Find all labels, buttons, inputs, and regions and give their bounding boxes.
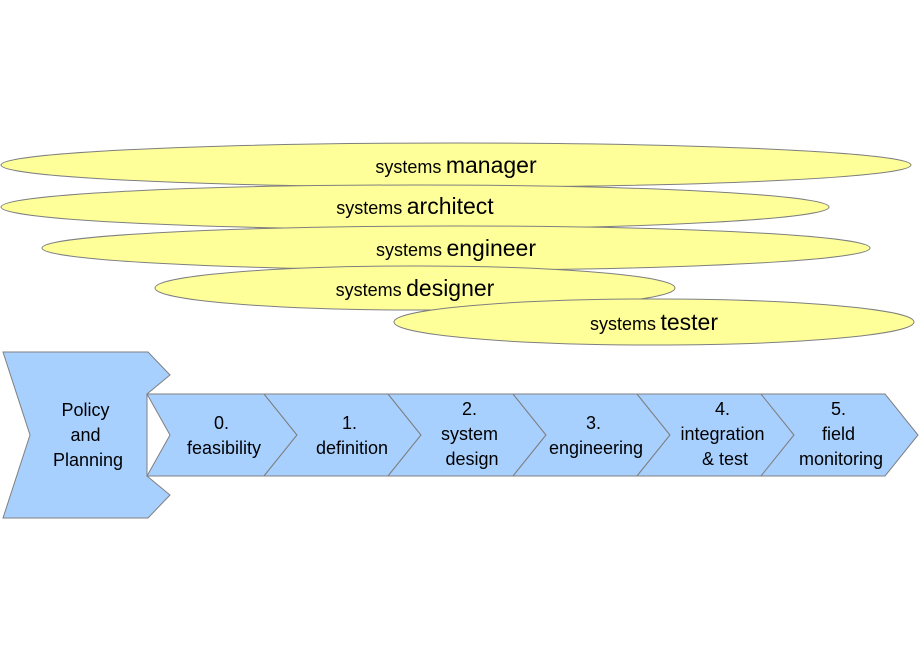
policy-line-1: Policy: [61, 400, 109, 420]
phase-0-line-1: 0.: [214, 413, 229, 433]
role-label-manager: systems manager: [375, 152, 537, 178]
phase-0-feasibility: 0. feasibility: [146, 393, 298, 477]
phase-5-label: 5. field monitoring: [799, 399, 883, 469]
phase-0-line-2: feasibility: [187, 438, 261, 458]
phase-4-line-3: & test: [702, 449, 748, 469]
phase-2-line-2: system: [441, 424, 498, 444]
phase-1-label: 1. definition: [316, 413, 388, 458]
phase-5-line-2: field: [822, 424, 855, 444]
phase-3-engineering: 3. engineering: [511, 393, 671, 477]
phase-5-field-monitoring: 5. field monitoring: [759, 393, 919, 477]
ellipse-shape-tester: [393, 298, 915, 346]
role-ellipse-designer: systems designer: [154, 265, 676, 311]
role-ellipse-manager: systems manager: [0, 142, 912, 188]
phase-5-line-3: monitoring: [799, 449, 883, 469]
phase-4-line-2: integration: [680, 424, 764, 444]
phase-3-line-1: 3.: [586, 413, 601, 433]
phase-4-label: 4. integration & test: [680, 399, 769, 469]
phase-3-label: 3. engineering: [549, 413, 643, 458]
phase-4-integration-test: 4. integration & test: [635, 393, 795, 477]
phase-2-label: 2. system design: [441, 399, 503, 469]
phase-chevrons: 0. feasibility 1. definition 2. system d…: [146, 393, 919, 477]
phase-5-line-1: 5.: [831, 399, 846, 419]
role-label-engineer: systems engineer: [376, 235, 536, 261]
phase-5-shape: [759, 393, 919, 477]
policy-chevron-shape: [2, 351, 171, 519]
phase-4-line-1: 4.: [715, 399, 730, 419]
phase-2-line-3: design: [445, 449, 498, 469]
policy-line-3: Planning: [53, 450, 123, 470]
policy-planning-block: Policy and Planning: [2, 351, 171, 519]
role-ellipse-tester: systems tester: [393, 298, 915, 346]
phase-1-definition: 1. definition: [262, 393, 422, 477]
role-ellipses: systems manager systems architect system…: [0, 142, 915, 346]
role-label-designer: systems designer: [336, 275, 495, 301]
policy-label: Policy and Planning: [53, 400, 123, 470]
ellipse-shape-designer: [154, 265, 676, 311]
phase-2-line-1: 2.: [462, 399, 477, 419]
role-ellipse-architect: systems architect: [0, 184, 830, 230]
phase-0-label: 0. feasibility: [187, 413, 261, 458]
phase-1-line-1: 1.: [342, 413, 357, 433]
phase-1-line-2: definition: [316, 438, 388, 458]
role-label-tester: systems tester: [590, 309, 718, 335]
policy-line-2: and: [70, 425, 100, 445]
role-ellipse-engineer: systems engineer: [41, 225, 871, 271]
role-label-architect: systems architect: [336, 193, 494, 219]
phase-3-line-2: engineering: [549, 438, 643, 458]
